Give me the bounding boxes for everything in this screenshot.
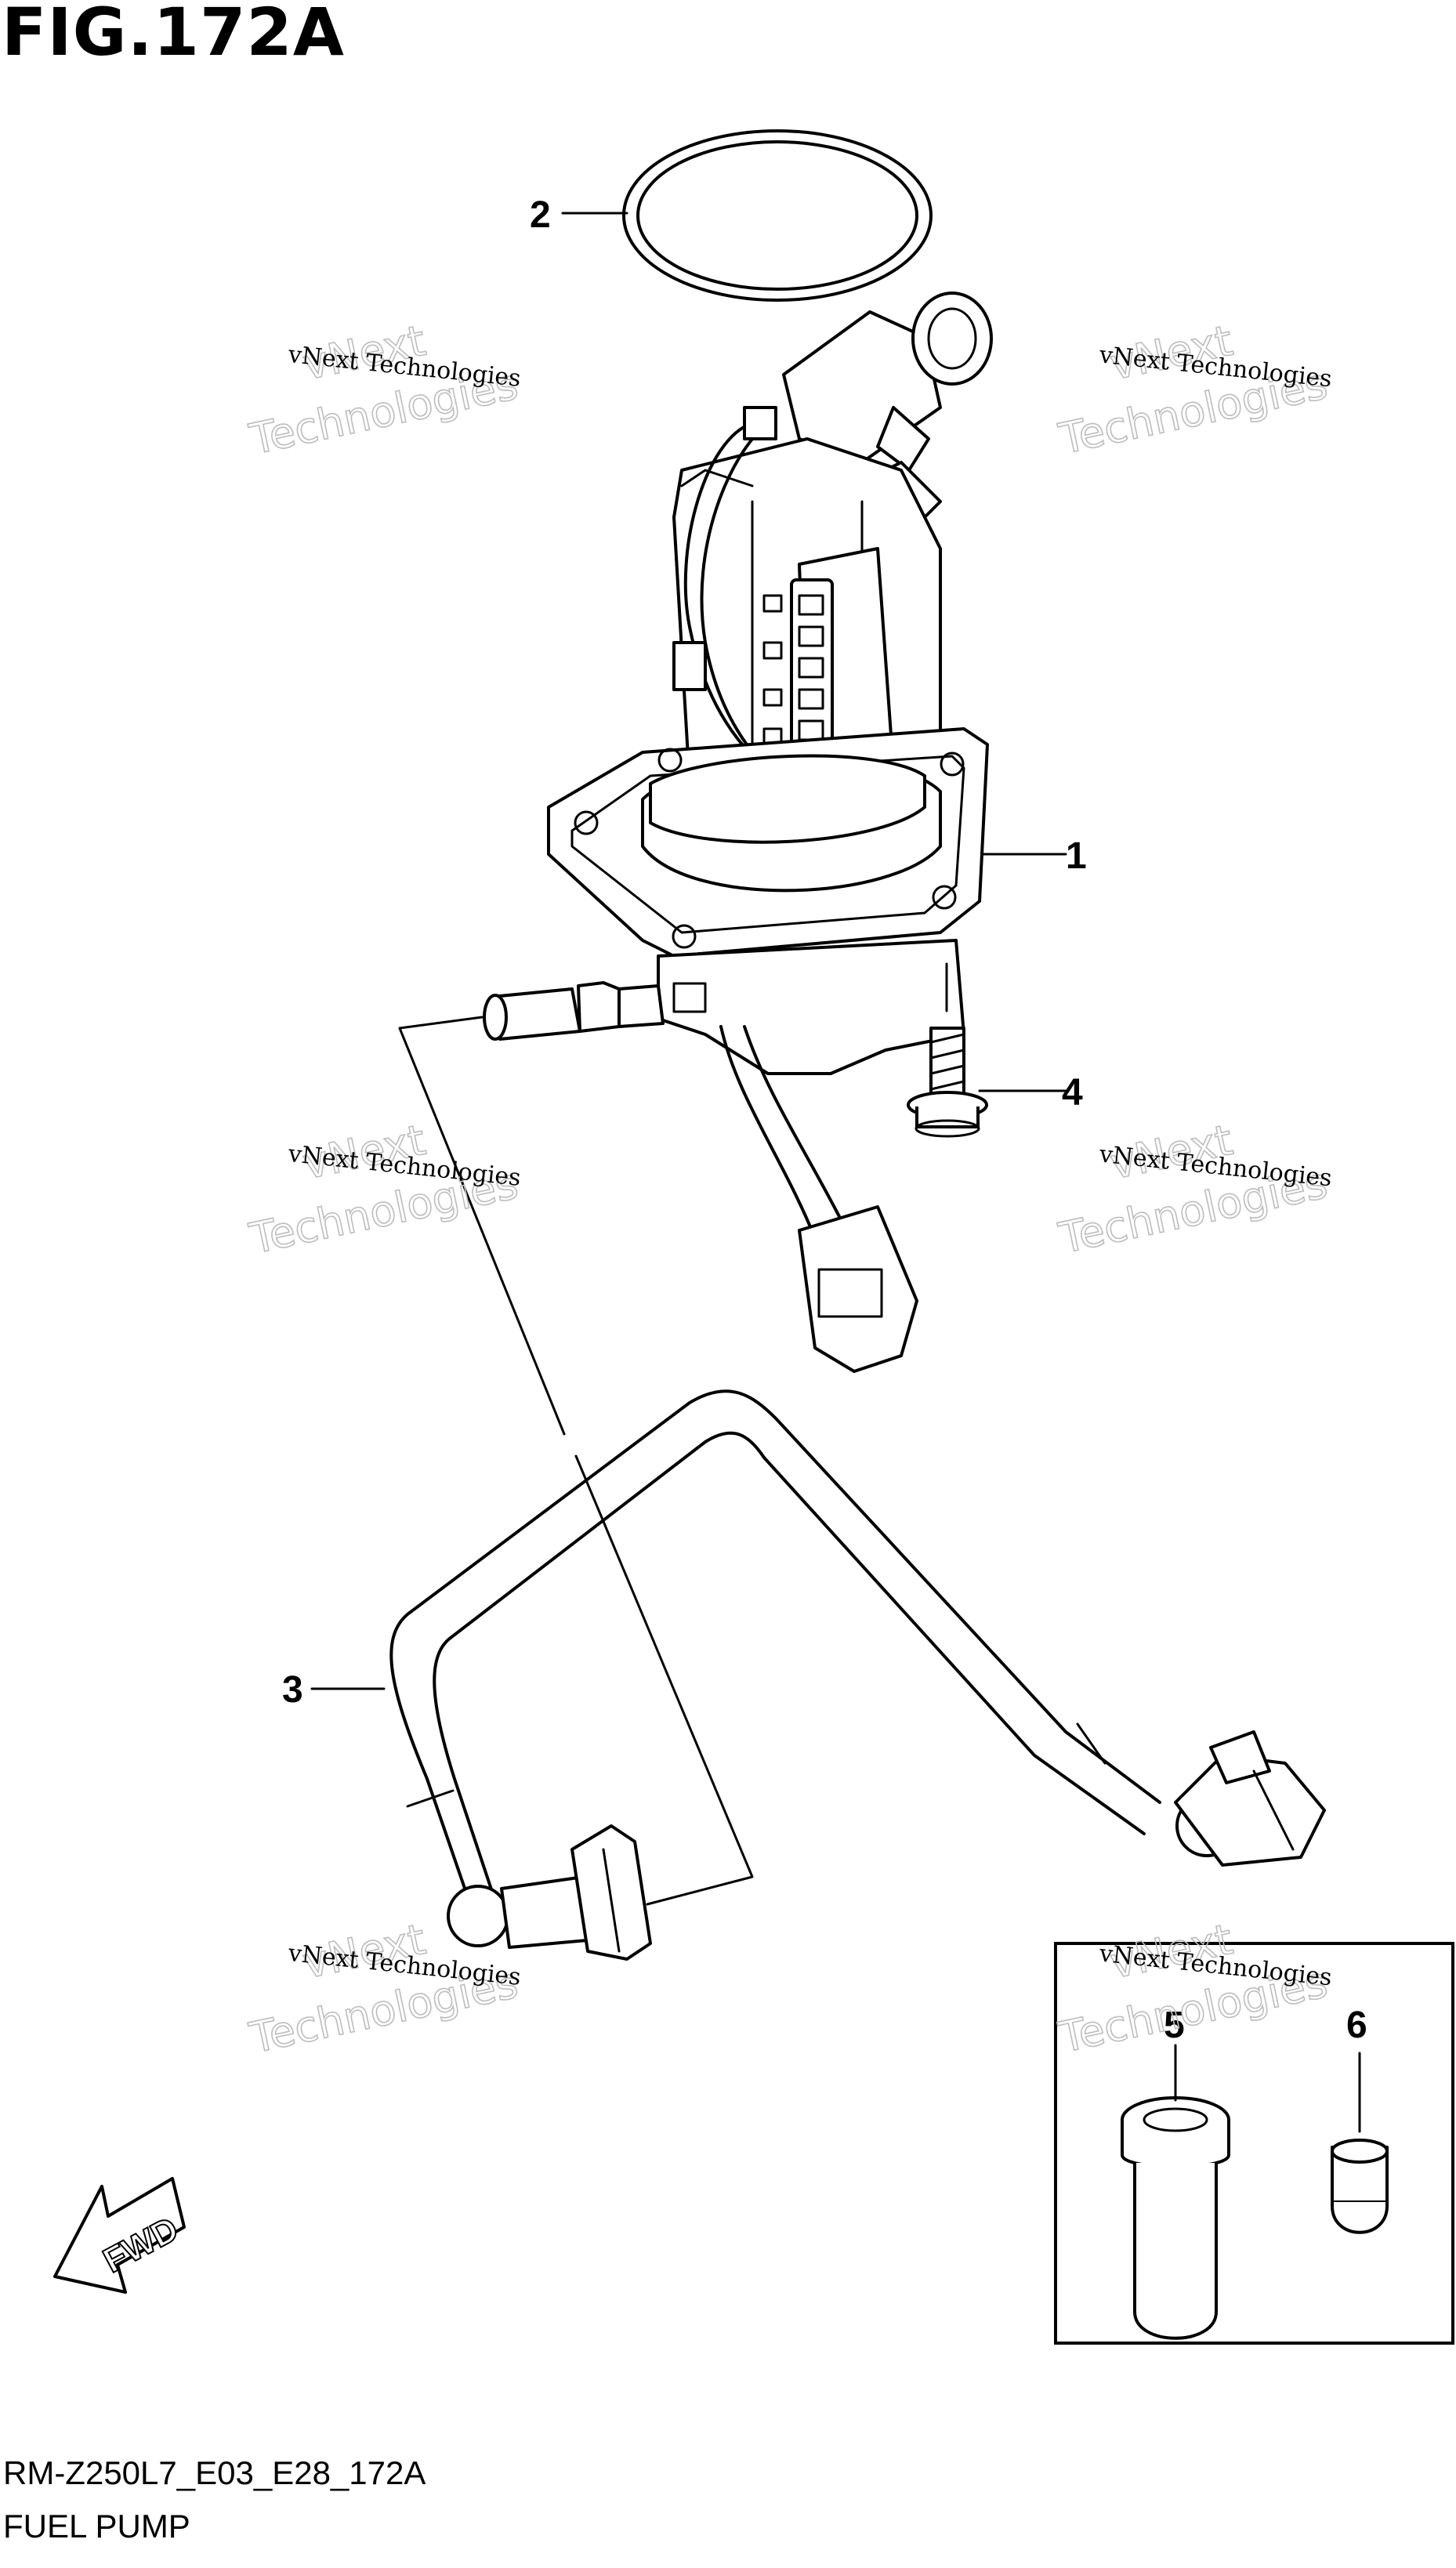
callout-4[interactable]: 4 (1062, 1072, 1083, 1114)
part-6-cap[interactable] (1331, 2139, 1389, 2234)
callout-5[interactable]: 5 (1164, 2005, 1185, 2046)
watermark-6: vNext Technologies vNext Technologies (1054, 1914, 1333, 2063)
callout-6[interactable]: 6 (1346, 2005, 1367, 2046)
fwd-arrow-icon: FWD (53, 2177, 186, 2294)
figure-title: FIG.172A (2, 0, 345, 71)
diagram-code: RM-Z250L7_E03_E28_172A (3, 2454, 426, 2491)
part-1-fuel-pump-assembly[interactable] (547, 292, 993, 1373)
watermark-5: vNext Technologies vNext Technologies (244, 1914, 523, 2063)
callout-1[interactable]: 1 (1066, 835, 1087, 877)
callout-3[interactable]: 3 (282, 1669, 303, 1711)
diagram-name: FUEL PUMP (3, 2508, 190, 2544)
inset-frame (1054, 1942, 1454, 2345)
watermark-2: vNext Technologies vNext Technologies (1054, 315, 1333, 465)
watermark-4: vNext Technologies vNext Technologies (1054, 1114, 1333, 1264)
part-4-bolt[interactable] (907, 1027, 988, 1138)
pump-outlet-nozzle (483, 981, 665, 1041)
part-3-fuel-hose[interactable] (389, 1389, 1326, 1961)
watermark-3: vNext Technologies vNext Technologies (244, 1114, 523, 1264)
callout-leaders (310, 212, 1361, 2133)
callout-2[interactable]: 2 (530, 194, 551, 236)
part-5-grommet[interactable] (1121, 2096, 1230, 2340)
part-2-o-ring[interactable] (622, 129, 933, 302)
watermark-1: vNext Technologies vNext Technologies (244, 315, 523, 465)
